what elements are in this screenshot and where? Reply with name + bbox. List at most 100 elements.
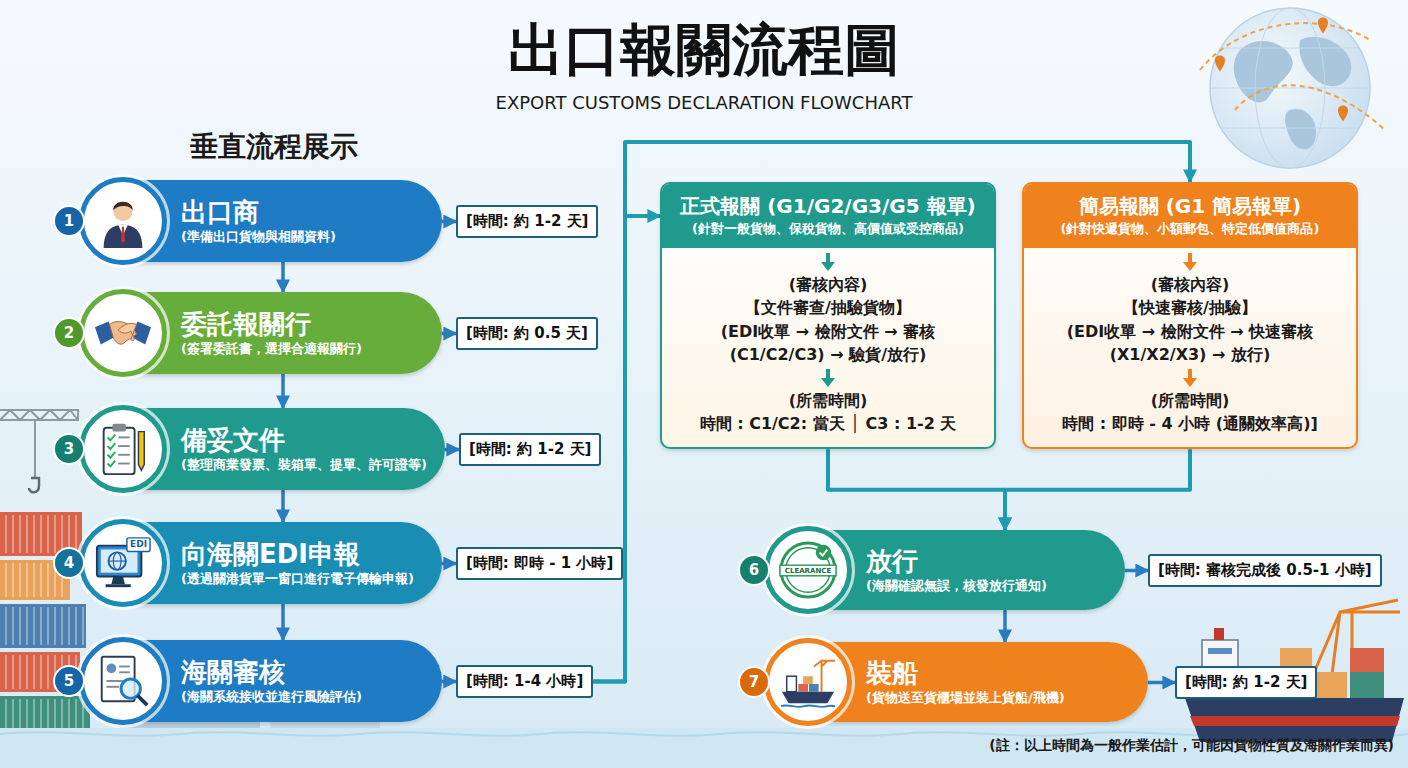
step-icon	[79, 405, 167, 493]
decor-circle	[109, 552, 126, 569]
step-number: 5	[53, 665, 85, 697]
step-title: 出口商	[181, 196, 259, 229]
decor-line	[26, 655, 28, 689]
time-text: [時間: 1-4 小時]	[466, 672, 583, 691]
panel-text: 時間 : 即時 - 4 小時 (通關效率高)]	[1036, 412, 1344, 435]
declaration-panel: 正式報關 (G1/G2/G3/G5 報單)(針對一般貨物、保稅貨物、高價值或受控…	[660, 182, 996, 449]
decor-div: 向海關EDI申報(透過關港貨單一窗口進行電子傳輸申報)	[181, 538, 414, 589]
time-estimate-box: [時間: 審核完成後 0.5-1 小時]	[1148, 554, 1382, 587]
wave-line	[0, 732, 1408, 735]
decor-path	[108, 452, 116, 458]
section-heading: 垂直流程展示	[190, 128, 358, 166]
decor-path	[121, 227, 125, 243]
decor-div: 放行(海關確認無誤，核發放行通知)	[866, 545, 1047, 596]
decor-rect	[780, 565, 836, 576]
decor-rect	[104, 428, 135, 474]
small-down-arrow	[1182, 369, 1198, 387]
decor-line	[47, 699, 49, 733]
step-title: 委託報關行	[181, 308, 311, 341]
flow-arrow	[442, 332, 456, 336]
time-text: [時間: 約 1-2 天]	[469, 440, 591, 459]
step-icon	[79, 289, 167, 377]
step-title: 裝船	[866, 657, 918, 690]
decor-div: 裝船(貨物送至貨櫃場並裝上貨船/飛機)	[866, 657, 1065, 708]
time-text: [時間: 約 0.5 天]	[466, 324, 588, 343]
decor-rect	[1315, 672, 1347, 698]
panel-text: (EDI收單 → 檢附文件 → 審核 (C1/C2/C3) → 驗貨/放行)	[674, 320, 982, 366]
decor-line	[12, 699, 14, 733]
step-icon	[764, 638, 852, 726]
decor-path	[108, 443, 116, 449]
decor-path	[1299, 37, 1351, 86]
flow-arrow	[281, 262, 285, 292]
decor-line	[47, 563, 49, 597]
decor-line	[40, 563, 42, 597]
decor-rect	[1208, 648, 1232, 654]
step-icon: CLEARANCE	[764, 526, 852, 614]
decor-line	[118, 463, 130, 465]
decor-line	[5, 563, 7, 597]
decor-path	[1200, 23, 1370, 70]
panel-subtitle: (針對快遞貨物、小額郵包、特定低價值商品)	[1032, 220, 1348, 238]
step-icon	[79, 637, 167, 725]
decor-line	[12, 563, 14, 597]
decor-line	[26, 563, 28, 597]
decor-line	[1222, 48, 1358, 49]
decor-line	[107, 686, 120, 688]
icon-drawing	[94, 652, 152, 710]
decor-path	[108, 435, 116, 441]
decor-line	[109, 560, 126, 561]
decor-line	[107, 680, 123, 682]
decor-path	[109, 322, 136, 345]
decor-div: 委託報關行(簽署委託書，選擇合適報關行)	[181, 308, 362, 359]
panel-body: (審核內容)【文件審查/抽驗貨物】(EDI收單 → 檢附文件 → 審核 (C1/…	[662, 248, 994, 447]
icon-drawing	[94, 192, 152, 250]
decor-rect	[1350, 672, 1384, 698]
flow-arrow	[442, 562, 456, 566]
time-estimate-box: [時間: 約 0.5 天]	[456, 317, 598, 350]
panel-text: (EDI收單 → 檢附文件 → 快速審核 (X1/X2/X3) → 放行)	[1036, 320, 1344, 366]
decor-line	[40, 699, 42, 733]
decor-line	[40, 515, 42, 553]
decor-line	[138, 696, 148, 706]
panel-subtitle: (針對一般貨物、保稅貨物、高價值或受控商品)	[670, 220, 986, 238]
step-title: 備妥文件	[181, 424, 285, 457]
decor-line	[61, 607, 63, 645]
panel-header: 正式報關 (G1/G2/G3/G5 報單)(針對一般貨物、保稅貨物、高價值或受控…	[662, 184, 994, 248]
step-title: 海關審核	[181, 656, 285, 689]
icon-drawing	[94, 420, 152, 478]
flow-arrow	[1003, 610, 1007, 642]
globe-illustration	[1200, 8, 1385, 168]
container-stack	[0, 512, 380, 736]
flow-arrow	[442, 680, 456, 684]
decor-line	[33, 655, 35, 689]
flow-arrow	[1125, 569, 1148, 573]
decor-path	[138, 432, 144, 471]
time-estimate-box: [時間: 1-4 小時]	[456, 665, 593, 698]
panel-text: (所需時間)	[1036, 389, 1344, 412]
decor-line	[12, 607, 14, 645]
decor-circle	[1210, 8, 1370, 168]
flow-arrow	[281, 374, 285, 408]
decor-line	[118, 436, 130, 438]
decor-div: 海關審核(海關系統接收並進行風險評估)	[181, 656, 362, 707]
flow-arrow	[1148, 681, 1175, 685]
decor-line	[33, 563, 35, 597]
flow-arrow	[281, 490, 285, 522]
decor-line	[33, 515, 35, 553]
process-step-box: 1出口商(準備出口貨物與相關資料)	[85, 180, 442, 262]
step-description: (海關確認無誤，核發放行通知)	[866, 577, 1047, 595]
decor-path	[1318, 18, 1328, 35]
step-description: (簽署委託書，選擇合適報關行)	[181, 340, 362, 358]
decor-rect	[112, 424, 126, 432]
decor-line	[5, 607, 7, 645]
decor-path	[0, 410, 78, 420]
decor-line	[33, 699, 35, 733]
decor-line	[118, 445, 130, 447]
decor-rect	[803, 676, 813, 684]
decor-line	[68, 607, 70, 645]
time-text: [時間: 約 1-2 天]	[1185, 673, 1307, 692]
decor-line	[5, 515, 7, 553]
step-title: 向海關EDI申報	[181, 538, 360, 571]
decor-line	[47, 515, 49, 553]
